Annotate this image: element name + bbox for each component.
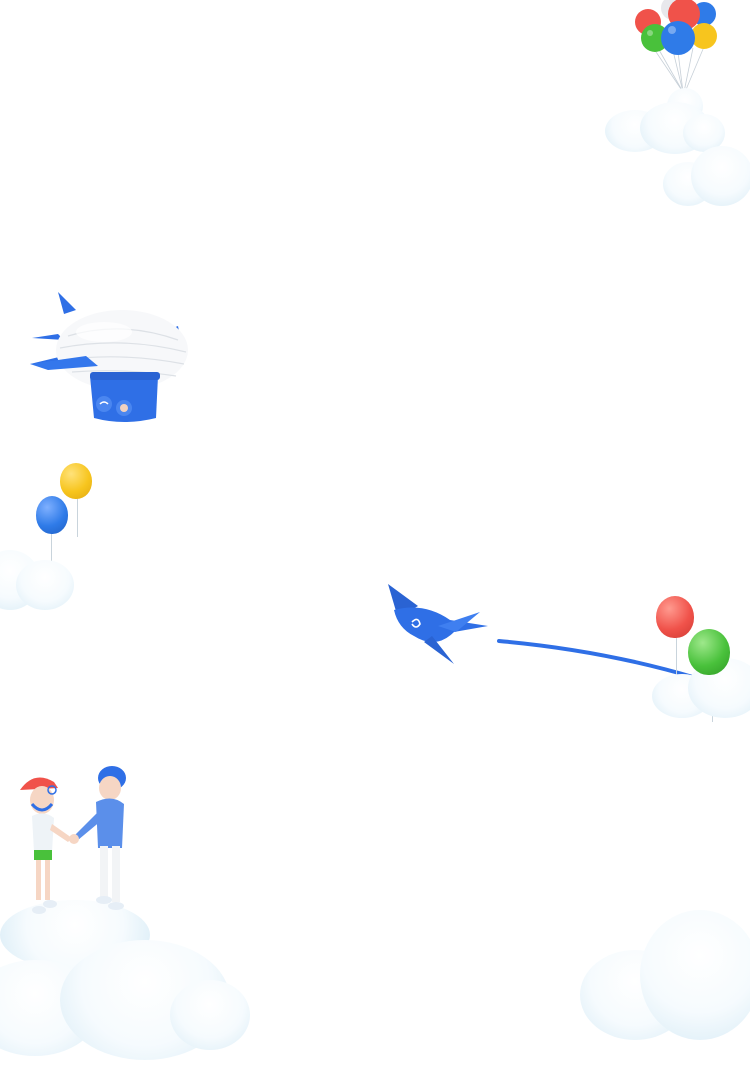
balloon-string [51, 532, 52, 572]
cloud-icon [663, 140, 750, 208]
balloon-yellow-icon [60, 463, 92, 499]
balloon-bunch-icon [628, 0, 723, 95]
balloon-blue-icon [36, 496, 68, 534]
balloon-red-icon [656, 596, 694, 638]
people-handshake-icon [14, 760, 144, 925]
cloud-icon [0, 540, 76, 612]
paper-plane-bird-icon [384, 580, 496, 670]
cloud-icon [580, 910, 750, 1045]
balloon-green-icon [688, 629, 730, 675]
cloud-icon [0, 890, 260, 1060]
balloon-string [77, 497, 78, 537]
airship-icon [28, 290, 193, 430]
balloon-string [676, 636, 677, 686]
cloud-icon [605, 88, 725, 156]
